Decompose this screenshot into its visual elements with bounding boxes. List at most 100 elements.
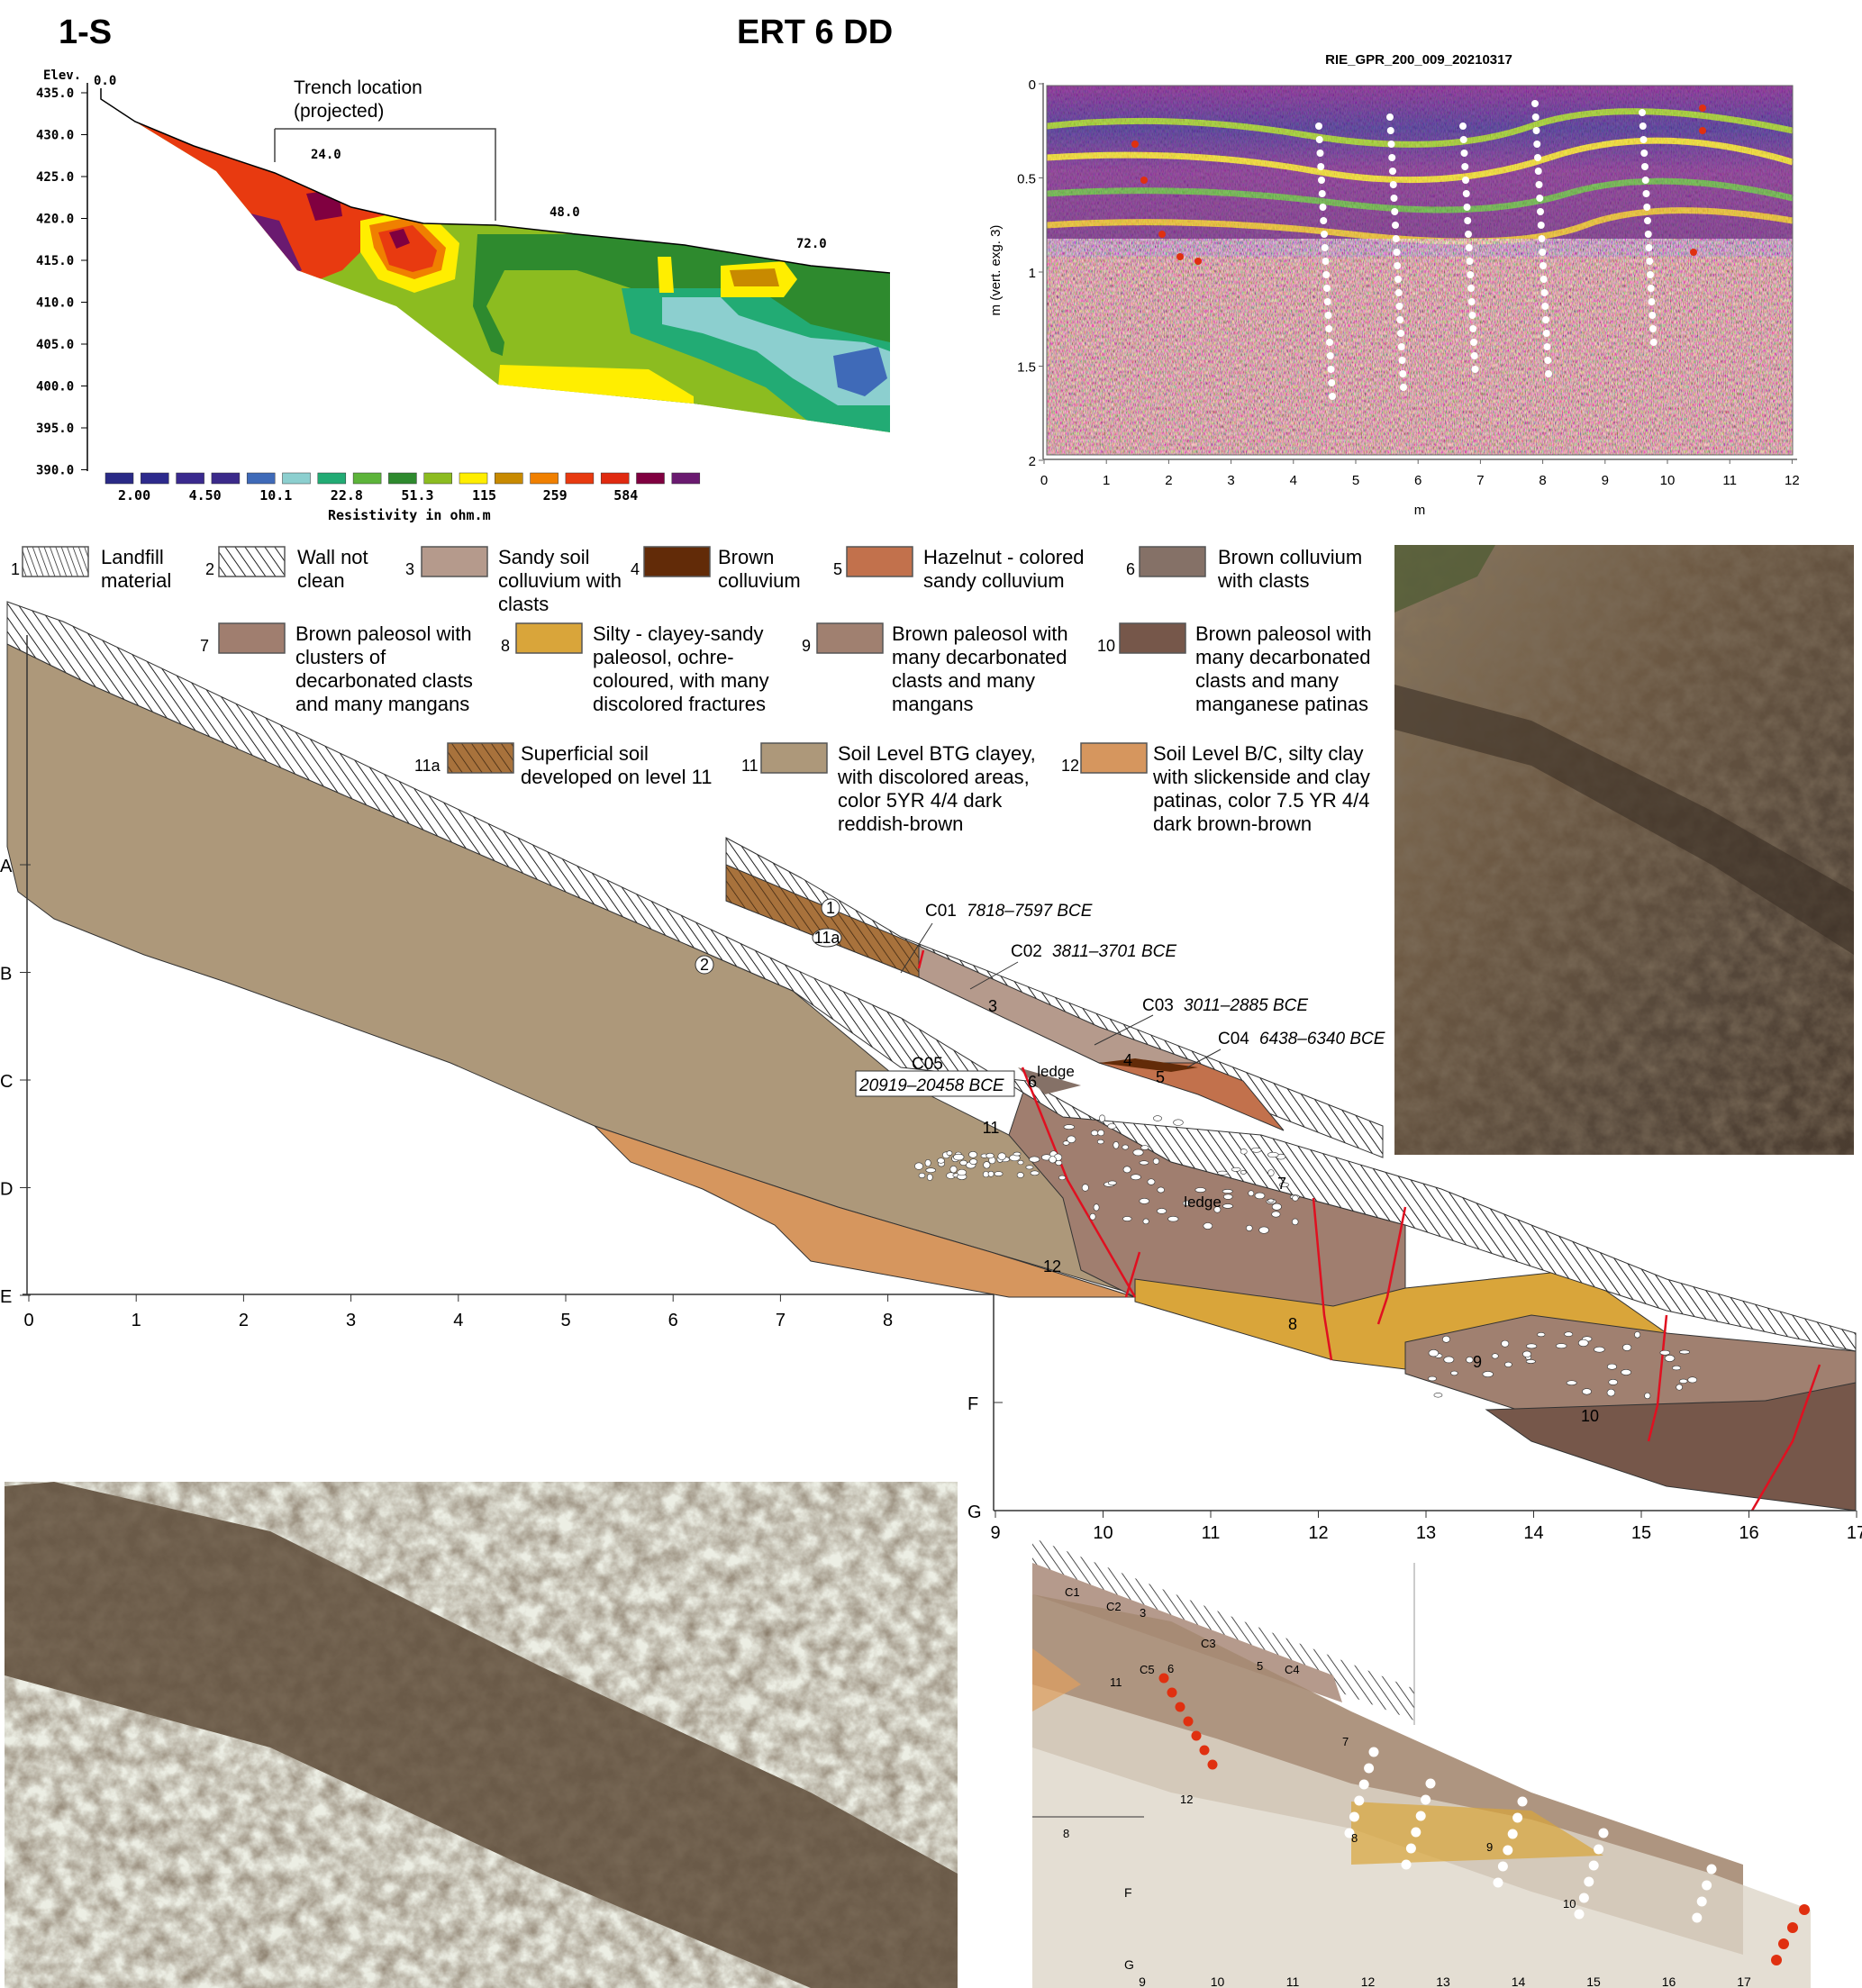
- clast: [1268, 1170, 1275, 1176]
- colorbar-label: 2.00: [118, 487, 150, 504]
- gpr-interpretation-dot: [1640, 150, 1648, 157]
- gpr-interpretation-dot: [1468, 298, 1476, 305]
- date-code: C01: [925, 902, 957, 921]
- overlay-white-dot: [1354, 1796, 1364, 1806]
- gpr-interpretation-dot: [1328, 366, 1335, 373]
- clast: [947, 1151, 952, 1156]
- legend-item-text: clusters of: [295, 646, 386, 668]
- photogrammetry-model: [5, 1482, 958, 1988]
- legend-item-11: 11Soil Level BTG clayey,with discolored …: [741, 742, 1036, 835]
- gpr-interpretation-dot: [1639, 123, 1647, 130]
- overlay-red-dot: [1208, 1760, 1218, 1770]
- gpr-interpretation-dot: [1642, 177, 1649, 184]
- bottom-axis-label: 8: [883, 1311, 893, 1330]
- legend-item-number: 1: [11, 560, 20, 578]
- overlay-white-dot: [1697, 1897, 1707, 1907]
- colorbar-swatch: [459, 473, 487, 484]
- clast: [1556, 1344, 1567, 1348]
- clast: [1133, 1149, 1143, 1156]
- colorbar-swatch: [424, 473, 452, 484]
- gpr-interpretation-dot: [1320, 204, 1327, 211]
- gpr-interpretation-dot: [1461, 150, 1468, 157]
- clast: [1056, 1160, 1062, 1165]
- gpr-interpretation-dot: [1469, 312, 1476, 319]
- overlay-axis-letter: G: [1124, 1957, 1134, 1972]
- gpr-interpretation-dot: [1643, 190, 1650, 197]
- overlay-red-dot: [1771, 1955, 1782, 1965]
- overlay-tick-label: 16: [1662, 1974, 1676, 1988]
- date-range: 3011–2885 BCE: [1184, 996, 1308, 1015]
- gpr-interpretation-dot: [1321, 231, 1328, 238]
- legend-item-text: sandy colluvium: [923, 569, 1065, 592]
- overlay-white-dot: [1503, 1846, 1512, 1856]
- ert-resistivity-section: Elev. 435.0430.0425.0420.0415.0410.0405.…: [36, 68, 901, 523]
- gpr-interpretation-dot: [1537, 208, 1544, 215]
- layer-label-l9: 9: [1473, 1353, 1482, 1371]
- clast: [960, 1160, 967, 1166]
- gpr-x-tick-label: 0: [1040, 473, 1048, 488]
- legend-item-text: Soil Level BTG clayey,: [838, 742, 1036, 765]
- colorbar-swatch: [672, 473, 700, 484]
- clast: [1094, 1204, 1099, 1211]
- clast: [1240, 1148, 1247, 1154]
- legend-item-number: 12: [1061, 757, 1079, 775]
- gpr-y-label: m (vert. exg. 3): [988, 225, 1004, 316]
- layer-label-l6: 6: [1028, 1073, 1037, 1091]
- gpr-interpretation-dot: [1641, 163, 1649, 170]
- clast: [1153, 1158, 1159, 1164]
- clast: [1123, 1166, 1131, 1173]
- ert-x-label: 48.0: [550, 205, 580, 220]
- legend-swatch: [1120, 623, 1185, 653]
- legend-item-text: colluvium with: [498, 569, 622, 592]
- ert-y-tick-label: 415.0: [36, 254, 74, 268]
- gpr-interpretation-dot: [1390, 181, 1397, 188]
- gpr-red-dot: [1131, 141, 1139, 148]
- clast: [1158, 1187, 1165, 1193]
- gpr-red-dot: [1699, 127, 1706, 134]
- gpr-interpretation-dot: [1533, 127, 1540, 134]
- left-axis-label: C: [0, 1072, 13, 1092]
- clast: [1272, 1212, 1281, 1217]
- legend-item-12: 12Soil Level B/C, silty claywith slicken…: [1061, 742, 1370, 835]
- lower-axis-label: 15: [1631, 1523, 1651, 1543]
- clast: [1030, 1157, 1040, 1162]
- overlay-white-dot: [1575, 1910, 1585, 1920]
- clast: [1267, 1152, 1278, 1157]
- clast: [1091, 1130, 1098, 1136]
- lower-axis-label: 9: [990, 1523, 1000, 1543]
- gpr-interpretation-dot: [1467, 285, 1475, 292]
- gpr-interpretation-dot: [1394, 249, 1401, 256]
- gpr-interpretation-dot: [1391, 208, 1398, 215]
- clast: [1645, 1393, 1650, 1399]
- gpr-title: RIE_GPR_200_009_20210317: [1325, 52, 1512, 68]
- gpr-interpretation-dot: [1650, 339, 1658, 346]
- overlay-white-dot: [1369, 1747, 1379, 1757]
- left-axis-label: D: [0, 1180, 13, 1200]
- gpr-interpretation-dot: [1467, 271, 1474, 278]
- gpr-x-tick-label: 11: [1722, 473, 1737, 488]
- legend-item-text: reddish-brown: [838, 812, 963, 835]
- overlay-axis-letter: F: [1124, 1885, 1132, 1900]
- gpr-x-tick-label: 5: [1352, 473, 1359, 488]
- overlay-label-l5: 5: [1257, 1659, 1263, 1673]
- trench-label-line1: Trench location: [294, 77, 422, 98]
- legend-item-text: mangans: [892, 693, 974, 715]
- ert-x-label: 0.0: [94, 74, 116, 88]
- overlay-white-dot: [1584, 1877, 1594, 1887]
- legend-item-number: 11a: [414, 757, 441, 775]
- gpr-y-tick-label: 0: [1029, 77, 1036, 93]
- clast: [1097, 1139, 1104, 1144]
- overlay-red-dot: [1176, 1702, 1185, 1712]
- layer-label-l11: 11: [983, 1119, 1000, 1137]
- clast: [1013, 1152, 1021, 1156]
- gpr-interpretation-dot: [1540, 262, 1547, 269]
- legend-item-text: clean: [297, 569, 345, 592]
- colorbar-label: 22.8: [331, 487, 363, 504]
- radiocarbon-date-C01: C017818–7597 BCE: [925, 902, 1093, 921]
- gpr-interpretation-dot: [1542, 316, 1549, 323]
- clast: [1665, 1355, 1675, 1361]
- colorbar-swatch: [247, 473, 275, 484]
- gpr-interpretation-dot: [1317, 150, 1324, 157]
- clast: [1174, 1120, 1184, 1126]
- legend-item-text: Landfill: [101, 546, 164, 568]
